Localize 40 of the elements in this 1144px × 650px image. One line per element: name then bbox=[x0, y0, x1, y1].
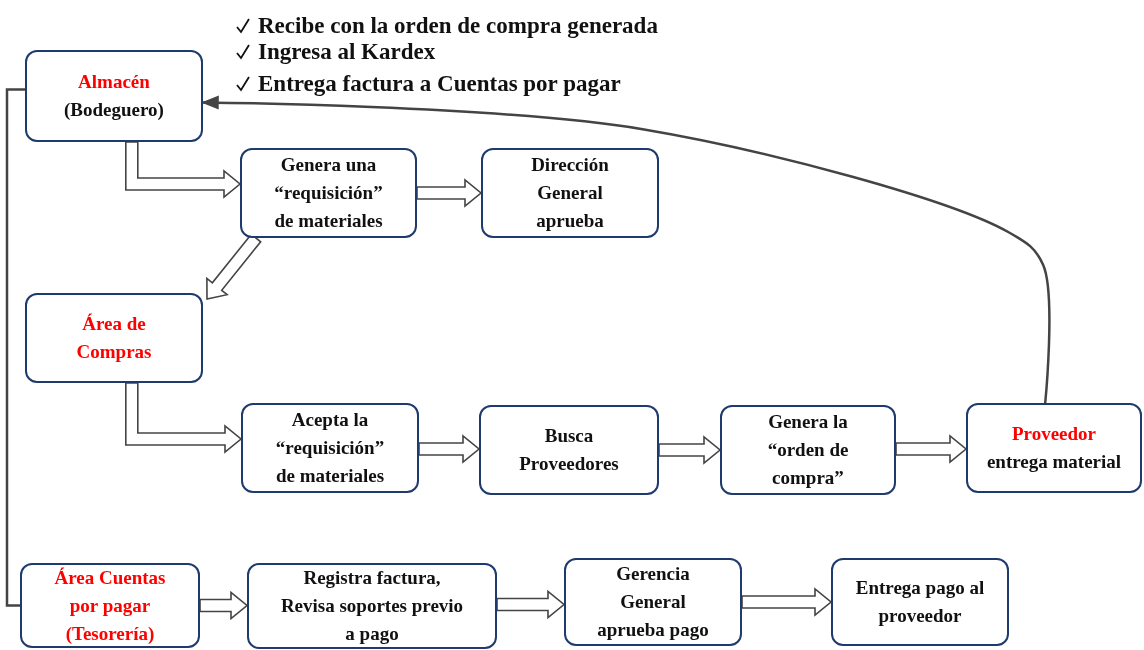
actor-box bbox=[25, 293, 203, 383]
note-text: Entrega factura a Cuentas por pagar bbox=[258, 71, 621, 97]
connector-line bbox=[5, 88, 25, 607]
block-arrow bbox=[895, 434, 968, 464]
actor-box bbox=[966, 403, 1142, 493]
process-box bbox=[564, 558, 742, 646]
process-box bbox=[481, 148, 659, 238]
node-text: Dirección General aprueba bbox=[530, 153, 610, 233]
block-arrow bbox=[416, 178, 483, 208]
node-title: Área de Compras bbox=[75, 312, 153, 364]
node-text: Entrega pago al proveedor bbox=[854, 576, 986, 628]
arrow bbox=[201, 95, 1051, 404]
node-text: Gerencia General aprueba pago bbox=[596, 562, 710, 642]
note-text: Ingresa al Kardex bbox=[258, 39, 436, 65]
node-text: (Bodeguero) bbox=[64, 98, 164, 122]
node-text: entrega material bbox=[986, 450, 1122, 474]
block-arrow bbox=[658, 435, 722, 465]
actor-box bbox=[20, 563, 200, 648]
block-arrow bbox=[199, 590, 249, 621]
block-arrow bbox=[125, 141, 242, 199]
block-arrow bbox=[125, 382, 243, 454]
block-arrow bbox=[496, 589, 566, 620]
actor-box bbox=[25, 50, 203, 142]
node-text: Genera la “orden de compra” bbox=[766, 410, 850, 490]
block-arrow bbox=[741, 587, 833, 617]
node-text: Genera una “requisición” de materiales bbox=[273, 153, 384, 233]
block-arrow bbox=[418, 434, 481, 464]
node-text: Acepta la “requisición” de materiales bbox=[274, 408, 386, 488]
node-text: Busca Proveedores bbox=[518, 424, 620, 476]
process-box bbox=[240, 148, 417, 238]
process-box bbox=[831, 558, 1009, 646]
process-box bbox=[241, 403, 419, 493]
note-text: Recibe con la orden de compra generada bbox=[258, 13, 658, 39]
process-box bbox=[479, 405, 659, 495]
process-box bbox=[247, 563, 497, 649]
node-title: Área Cuentas por pagar (Tesorería) bbox=[53, 565, 167, 646]
node-title: Proveedor bbox=[1011, 422, 1097, 446]
node-text: Registra factura, Revisa soportes previo a pago bbox=[279, 566, 465, 646]
process-box bbox=[720, 405, 896, 495]
node-title: Almacén bbox=[78, 70, 150, 94]
